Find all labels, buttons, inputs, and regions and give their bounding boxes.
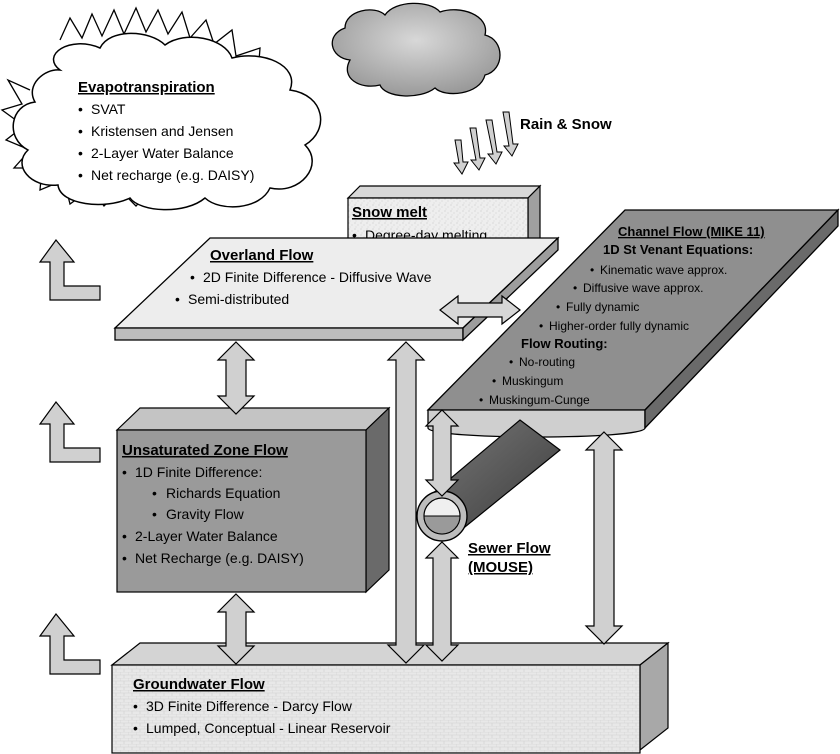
overland-flow-plane — [113, 236, 560, 342]
bullet: • — [78, 101, 83, 117]
bullet: • — [539, 319, 543, 333]
channel-flow-item: Diffusive wave approx. — [583, 281, 704, 295]
unsaturated-zone-subitem: Gravity Flow — [166, 506, 245, 522]
groundwater-flow-title: Groundwater Flow — [133, 676, 265, 693]
bullet: • — [152, 506, 157, 522]
bullet: • — [133, 720, 138, 736]
bullet: • — [479, 393, 483, 407]
overland-groundwater-arrow — [386, 341, 426, 664]
unsaturated-zone-item: Net Recharge (e.g. DAISY) — [135, 550, 304, 566]
rain-snow-label: Rain & Snow — [520, 116, 612, 133]
sewer-pipe — [416, 419, 561, 542]
bullet: • — [78, 123, 83, 139]
bullet: • — [78, 167, 83, 183]
overland-flow-title: Overland Flow — [210, 247, 314, 264]
unsaturated-zone-item: 1D Finite Difference: — [135, 464, 262, 480]
channel-groundwater-arrow — [584, 431, 624, 645]
channel-flow-item: Kinematic wave approx. — [600, 263, 727, 277]
flow-routing-title: Flow Routing: — [521, 336, 608, 351]
overland-unsat-arrow — [216, 341, 256, 415]
bullet: • — [352, 227, 357, 243]
bullet: • — [133, 698, 138, 714]
unsaturated-zone-box — [115, 406, 391, 594]
channel-flow-title: Channel Flow (MIKE 11) — [618, 224, 765, 239]
overland-flow-item: 2D Finite Difference - Diffusive Wave — [203, 269, 432, 285]
up-arrow-icon — [38, 613, 101, 675]
up-arrow-icon — [38, 401, 101, 463]
evapotranspiration-cloud — [12, 32, 322, 211]
evapotranspiration-item: SVAT — [91, 101, 126, 117]
evapotranspiration-item: Net recharge (e.g. DAISY) — [91, 167, 254, 183]
groundwater-flow-item: 3D Finite Difference - Darcy Flow — [146, 698, 353, 714]
sewer-groundwater-arrow — [424, 541, 460, 662]
overland-channel-exchange-arrow — [439, 294, 521, 326]
bullet: • — [152, 485, 157, 501]
rain-arrows-icon — [453, 111, 519, 175]
bullet: • — [573, 281, 577, 295]
channel-flow-item: Higher-order fully dynamic — [549, 319, 689, 333]
bullet: • — [556, 300, 560, 314]
overland-flow-item: Semi-distributed — [188, 291, 289, 307]
bullet: • — [78, 145, 83, 161]
bullet: • — [492, 374, 496, 388]
groundwater-flow-item: Lumped, Conceptual - Linear Reservoir — [146, 720, 391, 736]
channel-flow-subtitle: 1D St Venant Equations: — [603, 242, 753, 257]
channel-flow-item: Fully dynamic — [566, 300, 639, 314]
bullet: • — [122, 464, 127, 480]
snow-melt-title: Snow melt — [352, 204, 427, 221]
bullet: • — [122, 528, 127, 544]
unsat-groundwater-arrow — [216, 593, 256, 665]
channel-flow-plane — [426, 208, 840, 438]
evapotranspiration-item: Kristensen and Jensen — [91, 123, 233, 139]
rain-cloud-icon — [331, 2, 501, 97]
flow-routing-item: No-routing — [519, 355, 575, 369]
unsaturated-zone-item: 2-Layer Water Balance — [135, 528, 278, 544]
bullet: • — [175, 291, 180, 307]
bullet: • — [122, 550, 127, 566]
flow-routing-item: Muskingum-Cunge — [489, 393, 590, 407]
sewer-flow-title-line1: Sewer Flow — [468, 540, 551, 557]
channel-sewer-arrow — [424, 409, 460, 497]
sewer-flow-title-line2: (MOUSE) — [468, 559, 533, 576]
evapotranspiration-title: Evapotranspiration — [78, 79, 215, 96]
evapotranspiration-list: • SVAT • Kristensen and Jensen • 2-Layer… — [78, 101, 254, 183]
up-arrow-icon — [38, 239, 101, 301]
bullet: • — [590, 263, 594, 277]
evapotranspiration-item: 2-Layer Water Balance — [91, 145, 234, 161]
unsaturated-zone-title: Unsaturated Zone Flow — [122, 442, 288, 459]
bullet: • — [190, 269, 195, 285]
unsaturated-zone-subitem: Richards Equation — [166, 485, 280, 501]
bullet: • — [509, 355, 513, 369]
flow-routing-item: Muskingum — [502, 374, 563, 388]
